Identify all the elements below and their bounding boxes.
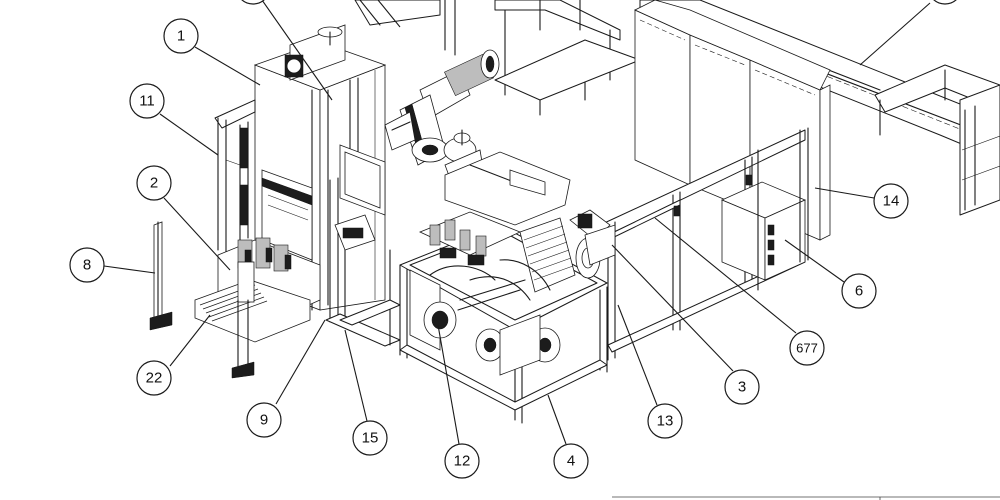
- callout-label-13: 13: [657, 413, 674, 430]
- callout-balloon-11: 11: [129, 83, 165, 119]
- feeding-station: [194, 237, 321, 379]
- callout-label-12: 12: [454, 453, 471, 470]
- callout-label-11: 11: [139, 93, 155, 110]
- gripper-unit: [569, 209, 616, 266]
- callout-balloon-13: 13: [647, 403, 683, 439]
- callout-label-1: 1: [177, 28, 185, 45]
- callout-label-4: 4: [567, 453, 575, 470]
- left-guard-frame: [214, 99, 256, 253]
- callout-label-22: 22: [146, 370, 163, 387]
- callout-balloon-14: 14: [873, 183, 909, 219]
- leader-lines: [103, 0, 931, 445]
- robot-arm: [384, 49, 500, 193]
- callout-balloon-2: 2: [136, 165, 172, 201]
- callout-label-9: 9: [260, 412, 268, 429]
- callout-label-8: 8: [83, 257, 91, 274]
- control-panel: [325, 144, 401, 347]
- callout-label-15: 15: [362, 430, 379, 447]
- light-curtain-post: [149, 221, 173, 331]
- callout-balloon-9: 9: [246, 402, 282, 438]
- callout-label-3: 3: [738, 379, 746, 396]
- hydraulic-machine-frame: [399, 151, 608, 424]
- callout-balloon-3: 3: [724, 369, 760, 405]
- callout-label-6: 6: [855, 283, 863, 300]
- callout-balloon-22: 22: [136, 360, 172, 396]
- callout-balloon-677: 677: [789, 330, 825, 366]
- callout-balloon-12: 12: [444, 443, 480, 479]
- callout-balloon-15: 15: [352, 420, 388, 456]
- callout-label-2: 2: [150, 175, 158, 192]
- callout-label-14: 14: [883, 193, 900, 210]
- callout-label-677: 677: [796, 341, 818, 356]
- side-cabinet: [720, 127, 809, 291]
- callout-balloon-6: 6: [841, 273, 877, 309]
- callout-balloon-8: 8: [69, 247, 105, 283]
- partial-balloons: [241, 0, 957, 5]
- callout-balloon-1: 1: [163, 18, 199, 54]
- callout-balloon-4: 4: [553, 443, 589, 479]
